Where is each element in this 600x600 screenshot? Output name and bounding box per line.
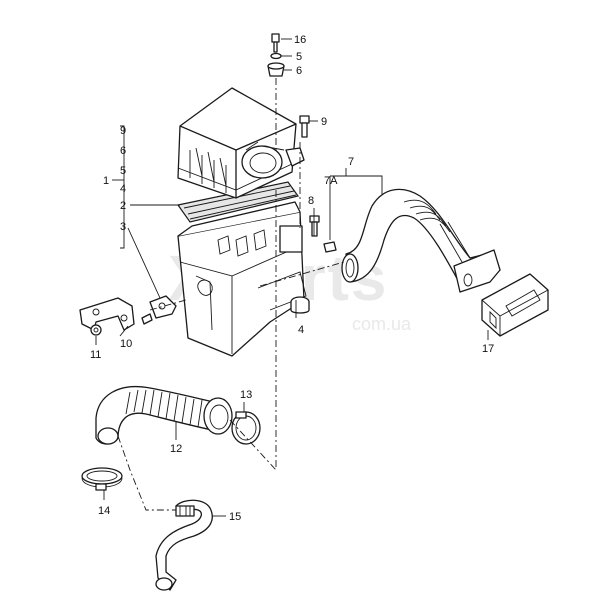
- callout-7: 7: [348, 156, 354, 168]
- breather-hose-15: [155, 499, 213, 591]
- leader-lines: [95, 38, 489, 517]
- callout-7a: 7A: [324, 175, 338, 187]
- callout-10: 10: [120, 338, 132, 350]
- callout-9-right: 9: [321, 116, 327, 128]
- callout-14: 14: [98, 505, 110, 517]
- hose-clamp-14: [81, 467, 123, 491]
- screw-8: [309, 215, 320, 237]
- callout-6-list: 6: [120, 145, 126, 157]
- grommet-4: [290, 296, 310, 314]
- callout-8: 8: [308, 195, 314, 207]
- callout-13: 13: [240, 389, 252, 401]
- air-filter-housing: [176, 87, 307, 357]
- screw-stack-top: [267, 33, 285, 77]
- callout-17: 17: [482, 343, 494, 355]
- intake-snorkel-17: [481, 273, 549, 337]
- bracket-10: [79, 295, 177, 331]
- nut-11: [90, 324, 102, 336]
- intake-hose-12: [95, 386, 233, 445]
- callout-2: 2: [120, 200, 126, 212]
- callout-12: 12: [170, 443, 182, 455]
- callout-11: 11: [90, 349, 101, 361]
- callout-3: 3: [120, 221, 126, 233]
- callout-9-list: 9: [120, 125, 126, 137]
- callout-4-grommet: 4: [298, 324, 304, 336]
- callout-5-list: 5: [120, 165, 126, 177]
- clip-7a: [323, 241, 337, 253]
- callout-5-top: 5: [296, 51, 302, 63]
- callout-16: 16: [294, 34, 306, 46]
- hose-clamp-13: [231, 411, 261, 445]
- callout-labels: 16 5 6 9 9 6 5 4 1 2 3 7 7A 8 4 10 11 12…: [90, 34, 494, 523]
- callout-6-top: 6: [296, 65, 302, 77]
- watermark-domain: com.ua: [352, 314, 412, 334]
- screw-9: [299, 115, 310, 138]
- callout-1: 1: [103, 175, 109, 187]
- intake-duct: [341, 188, 501, 293]
- callout-4-list: 4: [120, 183, 126, 195]
- callout-15: 15: [229, 511, 241, 523]
